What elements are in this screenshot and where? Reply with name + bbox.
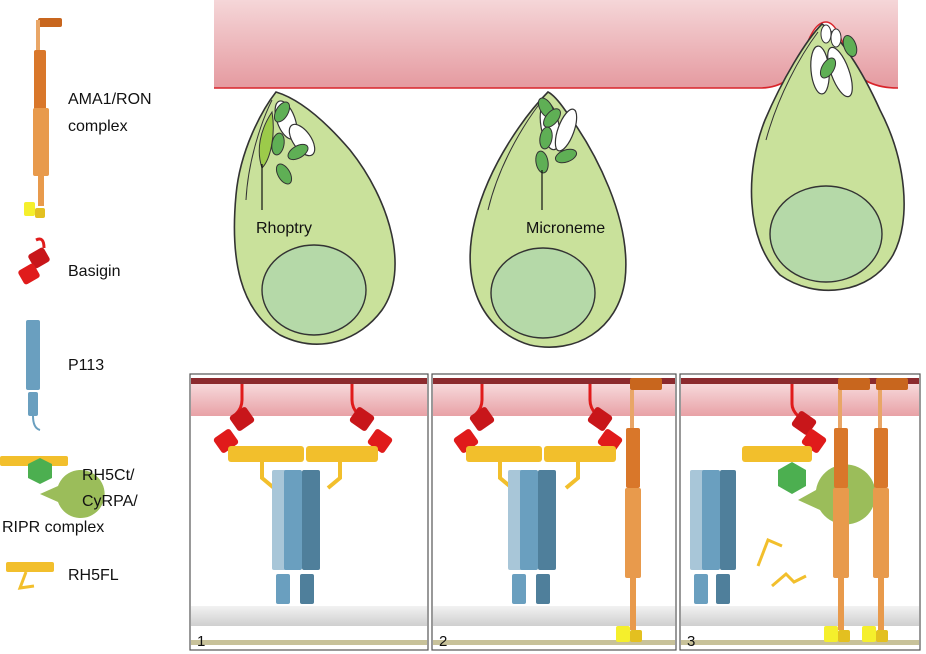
legend-rh5fl: RH5FL xyxy=(68,567,119,584)
merozoite-attachment: Rhoptry xyxy=(233,91,396,345)
legend-rh5-line3: RIPR complex xyxy=(2,519,104,536)
basigin-icon xyxy=(18,237,50,285)
legend-ama1-line1: AMA1/RON xyxy=(68,91,152,108)
panel-1: 1 xyxy=(189,373,429,651)
legend-rh5-line1: RH5Ct/ xyxy=(82,467,135,484)
microneme-label: Microneme xyxy=(526,220,605,237)
merozoite-invasion xyxy=(750,22,905,292)
panel-3: 3 xyxy=(679,373,921,651)
legend-p113: P113 xyxy=(68,357,104,374)
panel-2-number: 2 xyxy=(439,633,447,650)
panel-3-number: 3 xyxy=(687,633,695,650)
p113-icon xyxy=(26,320,41,431)
panel-2: 2 xyxy=(431,373,677,651)
rh5-complex-icon xyxy=(0,456,105,518)
legend: AMA1/RON complex Basigin P113 RH5Ct/ CyR… xyxy=(0,18,152,590)
legend-rh5-line2: CyRPA/ xyxy=(82,493,138,510)
rhoptry-label: Rhoptry xyxy=(256,220,312,237)
legend-ama1-line2: complex xyxy=(68,118,128,135)
legend-basigin: Basigin xyxy=(68,263,120,280)
ama1-ron-icon xyxy=(24,18,62,218)
merozoite-reorientation: Microneme xyxy=(469,91,627,348)
panel-1-number: 1 xyxy=(197,633,205,650)
rh5fl-icon xyxy=(6,562,54,590)
